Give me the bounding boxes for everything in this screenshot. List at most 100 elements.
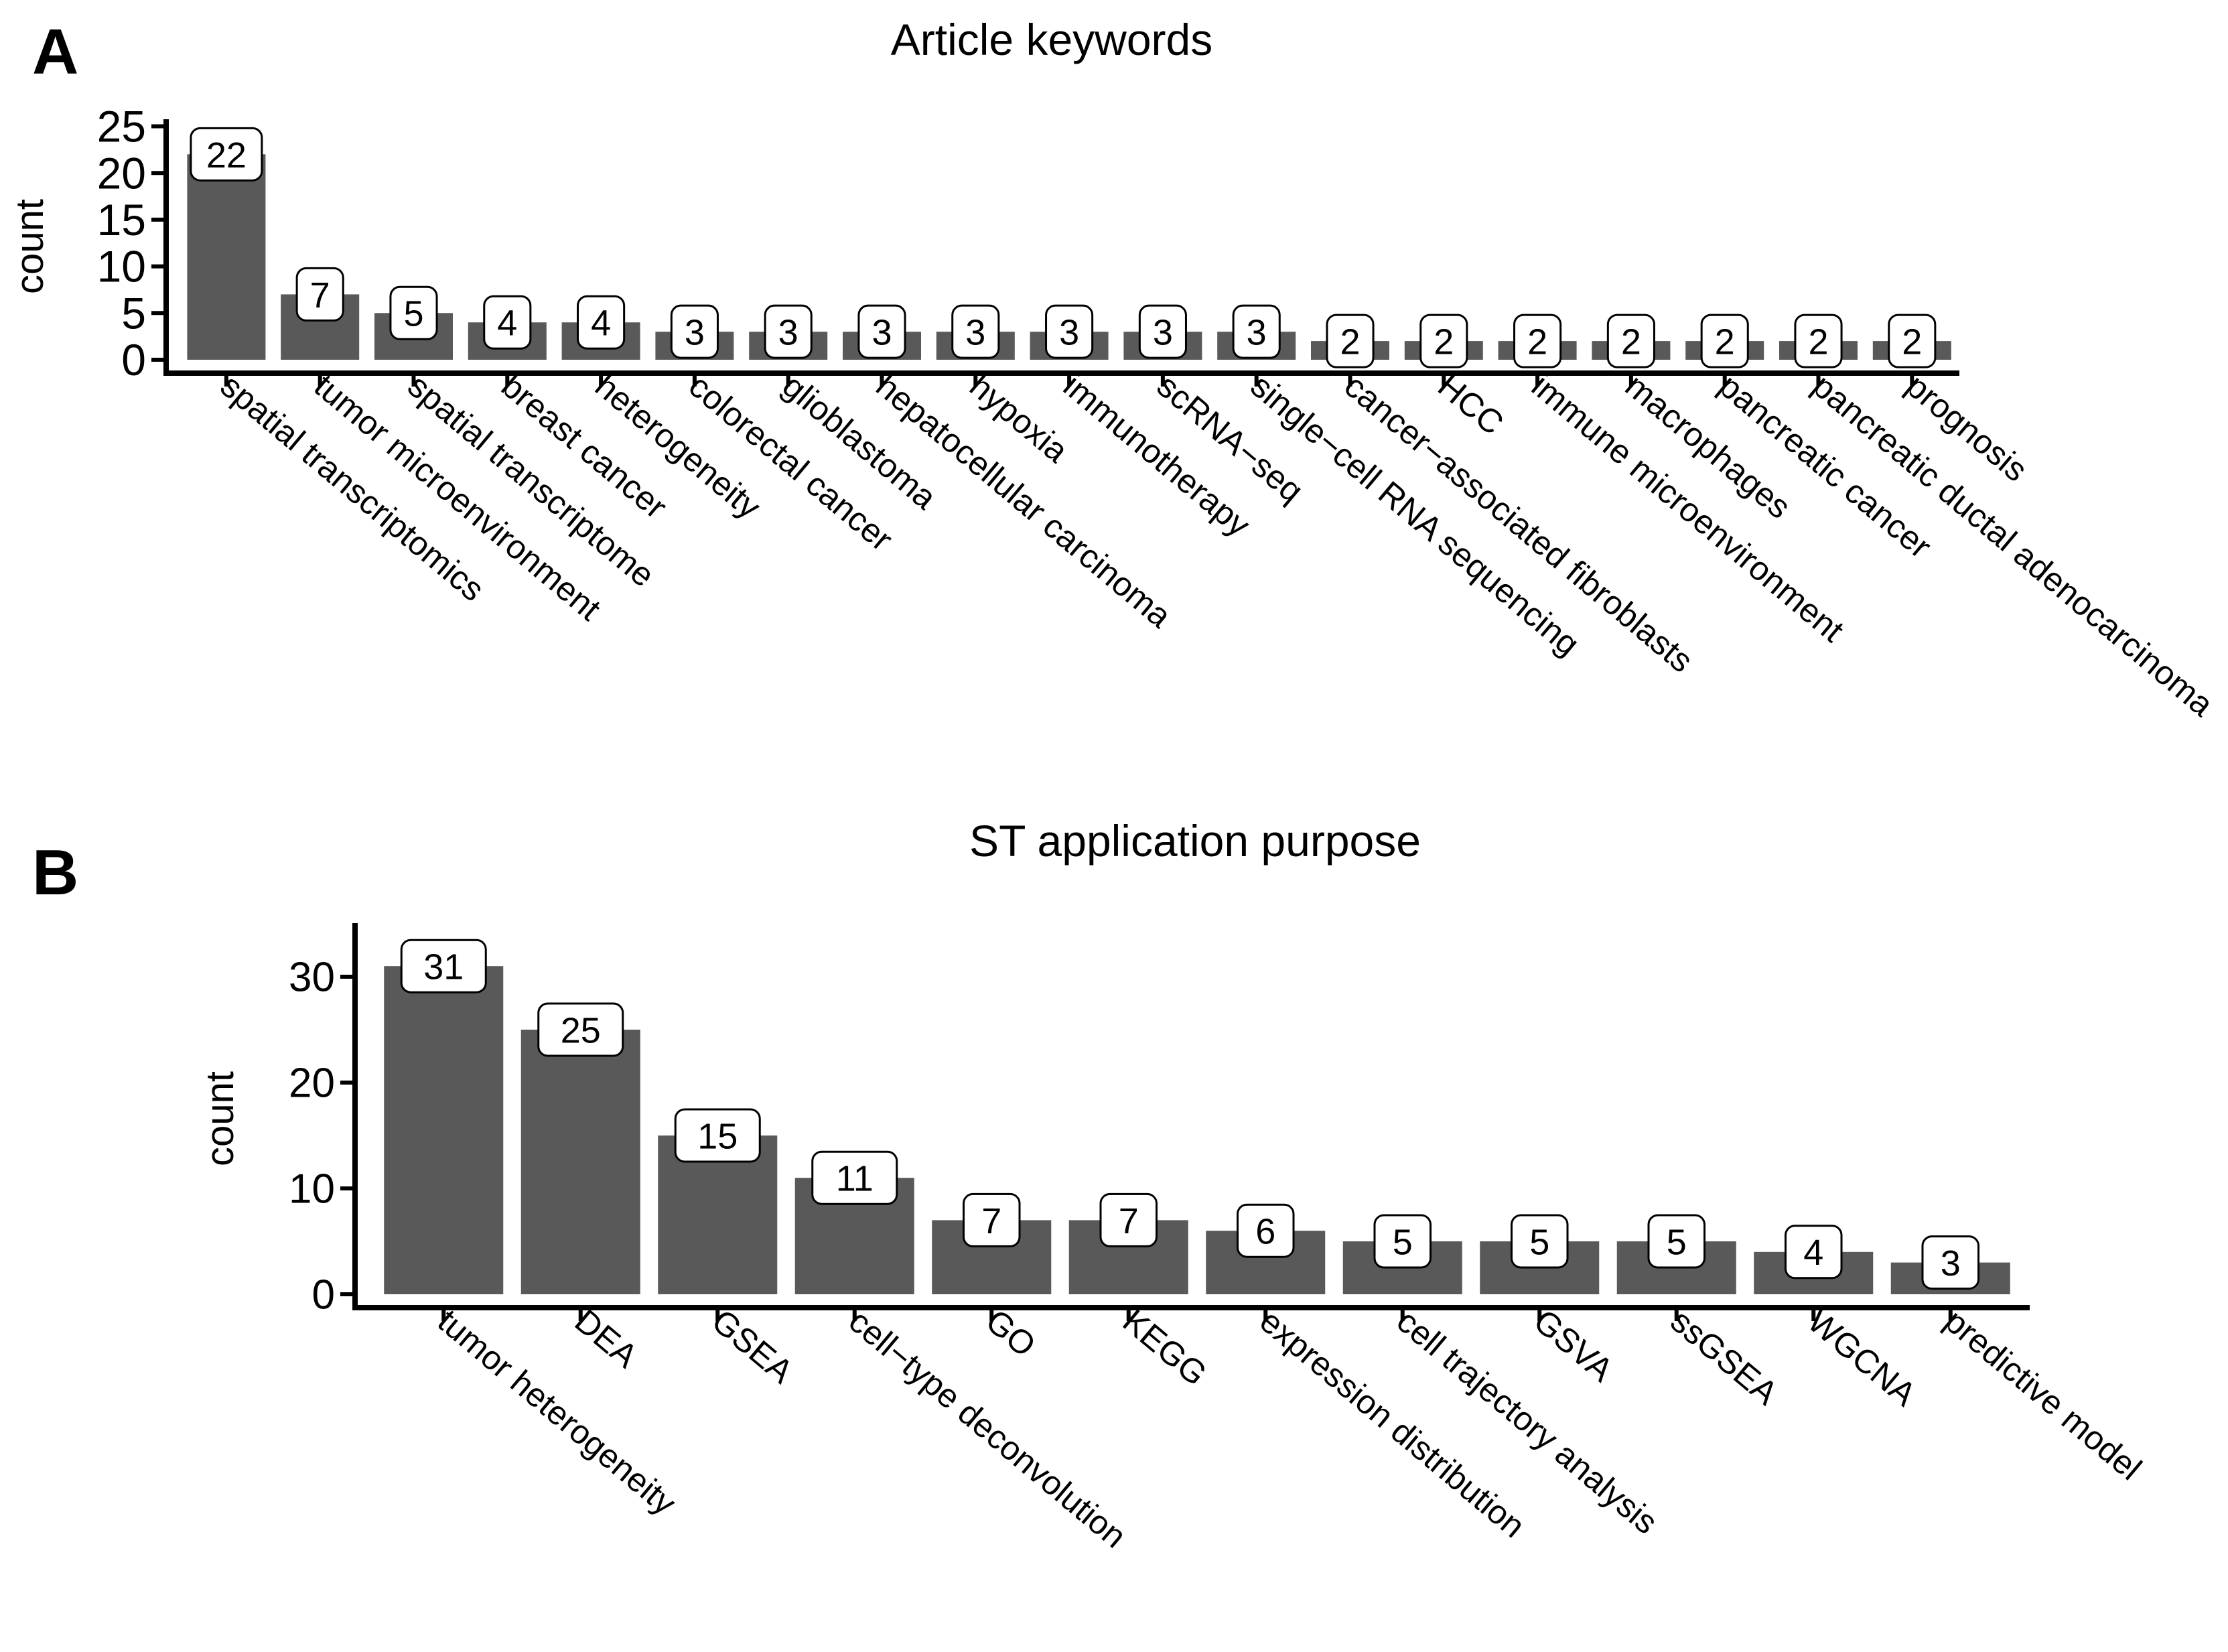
x-tick-label: ssGSEA: [1664, 1302, 1785, 1413]
x-tick-label: cell−type deconvolution: [842, 1302, 1133, 1556]
y-tick-label: 20: [97, 148, 146, 198]
data-label-box: [1784, 1225, 1843, 1280]
data-label: 2: [1527, 322, 1547, 362]
data-label-box: [1138, 304, 1187, 359]
data-label-box: [1373, 1214, 1432, 1269]
data-label: 4: [1803, 1233, 1823, 1273]
data-label-box: [1099, 1192, 1158, 1247]
data-label-box: [1921, 1235, 1980, 1290]
data-label: 3: [872, 313, 892, 353]
data-label: 2: [1621, 322, 1641, 362]
data-label-box: [190, 127, 263, 182]
panel-b-title: ST application purpose: [969, 816, 1421, 866]
x-tick-label: tumor heterogeneity: [431, 1302, 683, 1523]
panel-a-y-label: count: [8, 199, 52, 294]
data-label-box: [1700, 314, 1749, 368]
panel-b-data-labels: 31 25 15 11 7 7 6 5 5 5 4 3: [400, 939, 1980, 1290]
data-label-box: [764, 304, 813, 359]
panel-b-y-ticks: 0 10 20 30: [289, 955, 355, 1318]
data-label: 3: [1153, 313, 1173, 353]
data-label: 2: [1340, 322, 1360, 362]
y-tick-label: 0: [312, 1272, 335, 1318]
data-label: 22: [206, 135, 247, 176]
data-label-box: [811, 1150, 898, 1205]
data-label: 3: [1941, 1243, 1961, 1284]
y-tick-label: 15: [97, 195, 146, 245]
y-tick-label: 5: [121, 288, 146, 338]
data-label-box: [670, 304, 719, 359]
data-label-box: [577, 295, 626, 350]
x-tick-label: GSVA: [1527, 1302, 1620, 1389]
x-tick-label: cell trajectory analysis: [1390, 1302, 1665, 1541]
data-label: 5: [1393, 1222, 1413, 1262]
bar: [384, 966, 504, 1294]
data-label-box: [1236, 1203, 1295, 1258]
data-label: 2: [1808, 322, 1828, 362]
data-label: 4: [591, 303, 611, 344]
data-label-box: [1419, 314, 1468, 368]
data-label: 5: [1529, 1222, 1549, 1262]
data-label-box: [1232, 304, 1281, 359]
panel-b-y-label: count: [198, 1071, 242, 1166]
bar: [520, 1030, 640, 1294]
y-tick-label: 25: [97, 102, 146, 151]
data-label-box: [1326, 314, 1375, 368]
data-label: 15: [697, 1116, 738, 1156]
panel-b-bars: [384, 966, 2010, 1294]
data-label-box: [1513, 314, 1562, 368]
data-label: 25: [561, 1010, 601, 1050]
data-label: 6: [1255, 1212, 1275, 1252]
panel-a-title: Article keywords: [891, 15, 1212, 64]
data-label: 5: [403, 294, 423, 334]
data-label-box: [1647, 1214, 1706, 1269]
data-label: 7: [1119, 1201, 1139, 1241]
panel-b: B ST application purpose count 0 10 20 30 3…: [32, 816, 2149, 1555]
data-label: 3: [965, 313, 985, 353]
data-label-box: [400, 939, 487, 993]
data-label: 3: [778, 313, 798, 353]
x-tick-label: WGCNA: [1801, 1302, 1923, 1414]
data-label: 5: [1667, 1222, 1687, 1262]
data-label: 31: [423, 947, 464, 987]
data-label-box: [483, 295, 532, 350]
y-tick-label: 0: [121, 335, 146, 385]
data-label-box: [1888, 314, 1937, 368]
data-label-box: [1794, 314, 1843, 368]
data-label-box: [674, 1108, 761, 1163]
data-label: 3: [1059, 313, 1079, 353]
data-label-box: [1606, 314, 1655, 368]
panel-b-letter: B: [32, 837, 78, 908]
data-label: 7: [310, 275, 330, 316]
data-label: 11: [836, 1159, 874, 1199]
data-label-box: [1510, 1214, 1569, 1269]
x-tick-label: GSEA: [705, 1302, 800, 1391]
data-label: 4: [497, 303, 517, 344]
y-tick-label: 20: [289, 1060, 335, 1107]
x-tick-label: GO: [979, 1302, 1043, 1365]
x-tick-label: heterogeneity: [588, 367, 768, 527]
data-label-box: [537, 1002, 624, 1057]
data-label: 3: [685, 313, 705, 353]
data-label-box: [295, 267, 344, 322]
data-label: 2: [1902, 322, 1922, 362]
data-label: 3: [1247, 313, 1267, 353]
data-label-box: [951, 304, 1000, 359]
data-label-box: [857, 304, 906, 359]
data-label: 2: [1434, 322, 1454, 362]
x-tick-label: expression distribution: [1253, 1302, 1532, 1545]
y-tick-label: 30: [289, 955, 335, 1001]
y-tick-label: 10: [289, 1166, 335, 1213]
data-label-box: [389, 285, 438, 340]
panel-a-letter: A: [32, 16, 78, 88]
bar: [187, 154, 266, 360]
y-tick-label: 10: [97, 242, 146, 291]
x-tick-label: pancreatic ductal adenocarcinoma: [1805, 367, 2221, 724]
data-label-box: [962, 1192, 1021, 1247]
data-label: 7: [981, 1201, 1001, 1241]
